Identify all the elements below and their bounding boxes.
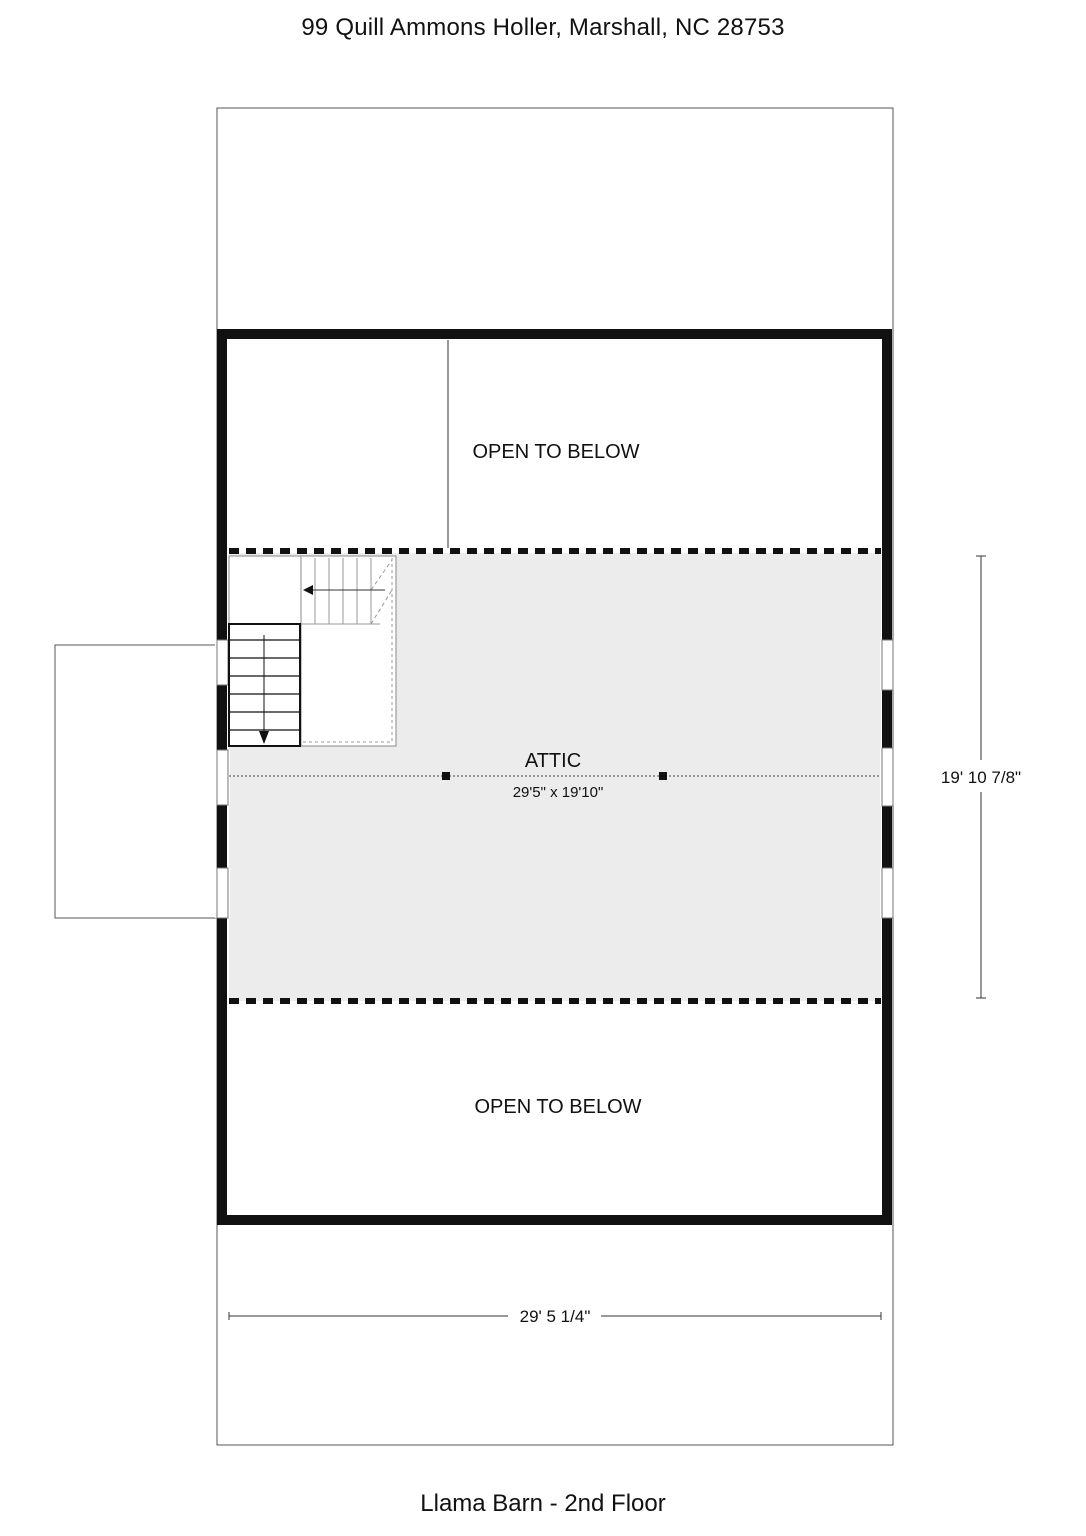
stair-well (300, 555, 397, 747)
stair-landing (228, 555, 302, 625)
post-left (442, 772, 450, 780)
open-to-below-bottom-label: OPEN TO BELOW (474, 1096, 641, 1118)
window-openings (215, 640, 895, 918)
horizontal-dimension-label: 29' 5 1/4" (520, 1307, 591, 1326)
upper-stair-treads (301, 558, 393, 625)
attic-label: ATTIC (525, 750, 581, 772)
vertical-dimension-label: 19' 10 7/8" (941, 768, 1021, 787)
address-title: 99 Quill Ammons Holler, Marshall, NC 287… (301, 14, 785, 41)
floor-title: Llama Barn - 2nd Floor (420, 1490, 666, 1517)
open-to-below-top-label: OPEN TO BELOW (472, 441, 639, 463)
lean-to-outline (54, 644, 218, 919)
upper-stair-arrow (303, 585, 385, 595)
horizontal-dimension-line (228, 1312, 882, 1320)
attic-size-label: 29'5" x 19'10" (513, 784, 604, 801)
vertical-dimension-line (976, 555, 986, 999)
stair-well-rail (303, 558, 393, 743)
lower-stair-arrow (259, 635, 269, 744)
post-right (659, 772, 667, 780)
window-frames (216, 639, 894, 919)
